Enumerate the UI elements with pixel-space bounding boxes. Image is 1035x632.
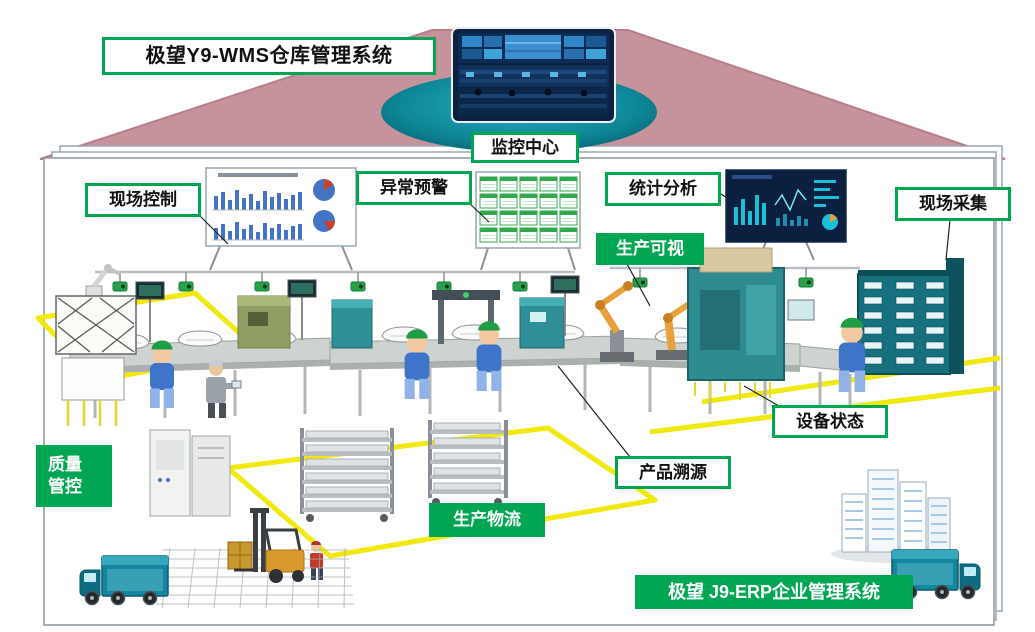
- dashboard-board-charts: [205, 167, 357, 271]
- label-monitoring-center: 监控中心: [471, 132, 579, 163]
- scanner-light-icon: [463, 292, 469, 298]
- wms-system-banner: 极望Y9-WMS仓库管理系统: [102, 37, 436, 75]
- line-machines: [135, 275, 580, 349]
- label-equipment-status: 设备状态: [772, 405, 888, 438]
- label-product-tracing: 产品溯源: [615, 456, 731, 489]
- monitoring-room-photo: [451, 27, 616, 123]
- storage-racks: [857, 258, 964, 375]
- machine-panel-icon: [787, 299, 815, 321]
- quality-control-line1: 质量: [48, 455, 82, 475]
- side-table: [61, 357, 125, 426]
- label-production-logistics: 生产物流: [429, 503, 545, 537]
- big-machine: [687, 247, 815, 402]
- label-abnormal-alert: 异常预警: [356, 171, 472, 205]
- erp-system-banner: 极望 J9-ERP企业管理系统: [635, 575, 913, 609]
- quality-control-line2: 管控: [48, 477, 82, 496]
- dashboard-board-tables: [475, 171, 581, 271]
- forklift: [227, 508, 305, 583]
- supervisor-figure: [206, 359, 242, 418]
- label-quality-control: 质量 管控: [36, 445, 112, 507]
- tray-carts: [300, 420, 508, 522]
- label-production-visibility: 生产可视: [596, 233, 704, 265]
- product-boat-icon: [177, 330, 223, 347]
- label-field-collection: 现场采集: [895, 187, 1011, 221]
- inspection-cabinets: [149, 429, 231, 517]
- connector-lines: [197, 191, 951, 458]
- city-buildings: [831, 469, 959, 563]
- workers: [150, 317, 866, 580]
- label-statistical-analysis: 统计分析: [605, 172, 721, 206]
- label-field-control: 现场控制: [85, 183, 201, 217]
- tablet-icon: [231, 380, 242, 389]
- crate-machine: [55, 264, 137, 355]
